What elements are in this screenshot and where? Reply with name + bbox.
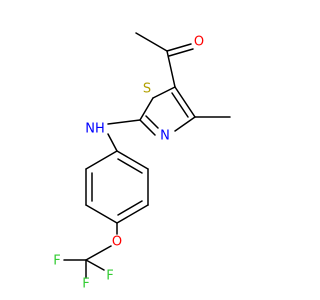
atom-label-fluorine-down: F [82, 277, 89, 292]
bond-c2-n3 [139, 119, 156, 136]
bond-layer [63, 32, 231, 279]
bond-cf3-f-right [85, 259, 105, 271]
bond-c2-n3-double [145, 115, 159, 129]
bond-nh-phenyl [107, 133, 118, 152]
bond-n3-c4 [174, 116, 196, 132]
bond-s-c2 [139, 97, 154, 121]
bond-carbonyl-oxygen-double [168, 48, 194, 57]
atom-label-ketone-oxygen: O [194, 35, 204, 50]
bond-ph-4-5 [85, 204, 118, 224]
bond-c4-c5-double [171, 92, 189, 118]
bond-methyl-carbonyl [135, 32, 168, 52]
atom-label-layer: S O N NH O F F F [53, 35, 204, 292]
bond-c5-s [152, 86, 176, 99]
atom-label-ring-nitrogen: N [160, 129, 170, 144]
bond-c2-nh [107, 119, 141, 125]
bond-carbonyl-oxygen [166, 43, 192, 52]
atom-label-fluorine-left: F [53, 254, 60, 269]
atom-label-ether-oxygen: O [112, 235, 122, 250]
bond-ph-1-2 [116, 150, 149, 170]
bond-ph-inner-a [117, 158, 143, 174]
bond-carbonyl-ring [166, 50, 176, 88]
molecule-structure: S O N NH O F F F [53, 32, 231, 292]
bond-ph-inner-b [117, 200, 143, 216]
atom-label-fluorine-right: F [106, 269, 113, 284]
bond-ph-6-1 [85, 150, 118, 170]
atom-label-amine: NH [85, 122, 105, 137]
bond-c4-c5 [174, 86, 196, 118]
atom-label-sulfur: S [143, 82, 151, 97]
bond-oxygen-cf3 [85, 245, 112, 261]
bond-ph-3-4 [116, 204, 149, 224]
